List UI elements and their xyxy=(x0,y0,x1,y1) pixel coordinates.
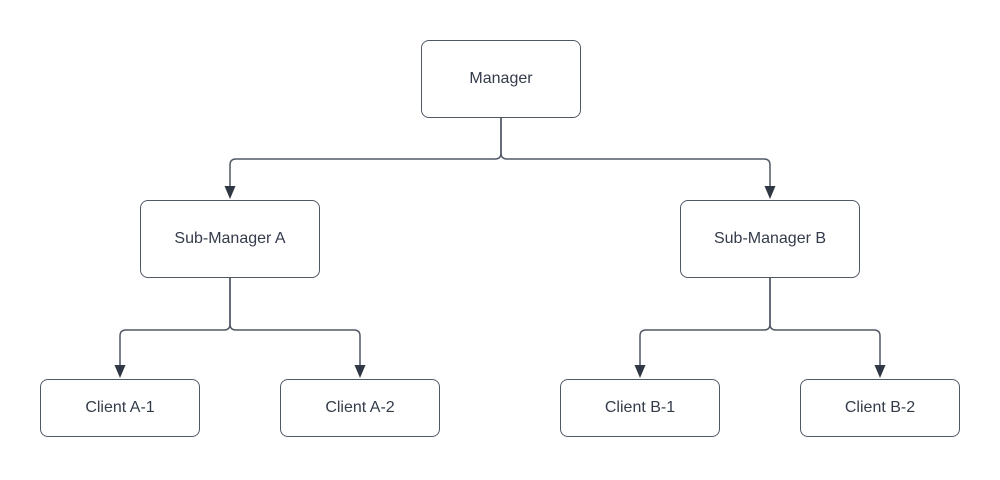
edge-sub-manager-a-to-client-a1 xyxy=(114,278,231,378)
node-client-b1: Client B-1 xyxy=(560,379,720,437)
node-client-a2: Client A-2 xyxy=(280,379,440,437)
node-manager: Manager xyxy=(421,40,581,118)
edge-manager-to-sub-manager-b xyxy=(500,118,776,199)
arrowhead-down-icon xyxy=(114,365,126,378)
node-client-b1-label: Client B-1 xyxy=(604,399,676,417)
node-manager-label: Manager xyxy=(469,70,533,88)
arrowhead-down-icon xyxy=(874,365,886,378)
arrowhead-down-icon xyxy=(354,365,366,378)
node-sub-manager-a: Sub-Manager A xyxy=(140,200,320,278)
edge-manager-to-sub-manager-a xyxy=(224,118,502,199)
node-sub-manager-b-label: Sub-Manager B xyxy=(713,230,827,248)
edge-sub-manager-b-to-client-b1 xyxy=(634,278,771,378)
arrowhead-down-icon xyxy=(764,186,776,199)
node-sub-manager-b: Sub-Manager B xyxy=(680,200,860,278)
edge-sub-manager-b-to-client-b2 xyxy=(769,278,886,378)
arrowhead-down-icon xyxy=(224,186,236,199)
node-sub-manager-a-label: Sub-Manager A xyxy=(174,230,286,248)
node-client-b2: Client B-2 xyxy=(800,379,960,437)
arrowhead-down-icon xyxy=(634,365,646,378)
edge-sub-manager-a-to-client-a2 xyxy=(229,278,366,378)
node-client-a2-label: Client A-2 xyxy=(325,399,395,417)
node-client-a1: Client A-1 xyxy=(40,379,200,437)
node-client-a1-label: Client A-1 xyxy=(85,399,155,417)
node-client-b2-label: Client B-2 xyxy=(844,399,916,417)
